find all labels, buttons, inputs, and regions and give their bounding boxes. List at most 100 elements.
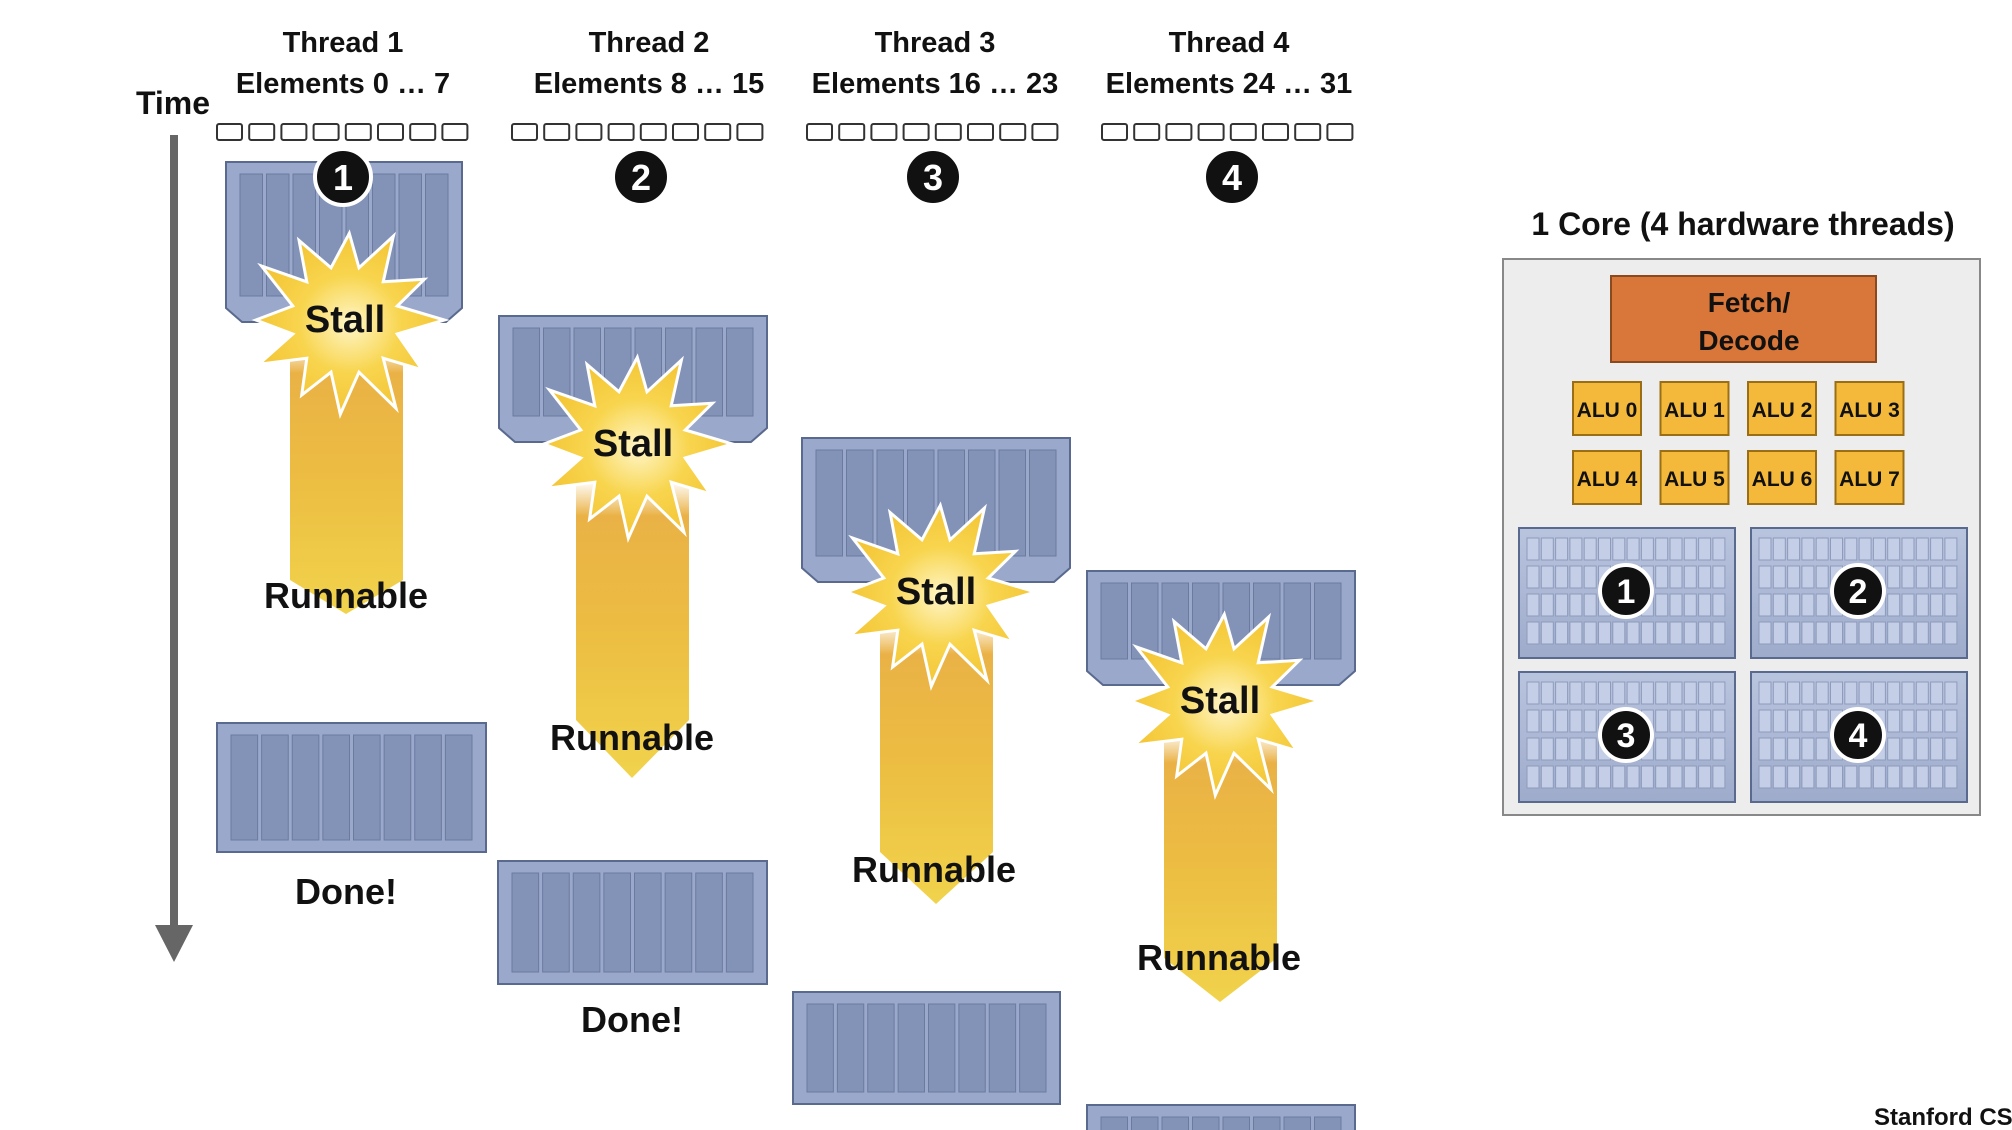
block-lane bbox=[726, 327, 754, 417]
block-lane bbox=[1314, 1116, 1342, 1130]
block-lane bbox=[261, 734, 289, 841]
block-lane bbox=[398, 173, 422, 297]
stall-burst-thread-3 bbox=[842, 501, 1041, 691]
resume-block-thread-4 bbox=[1086, 1104, 1356, 1130]
thread-header-1: Thread 1 Elements 0 … 7 bbox=[236, 27, 450, 100]
thread-4-badge: 4 bbox=[1202, 147, 1262, 207]
svg-text:ALU 4: ALU 4 bbox=[1577, 468, 1638, 491]
block-lane bbox=[634, 872, 662, 973]
runnable-label-3: Runnable bbox=[852, 849, 1016, 890]
thread-context-3: 3 bbox=[1518, 671, 1736, 803]
element-slot bbox=[1197, 123, 1225, 141]
block-lane bbox=[998, 449, 1026, 557]
svg-text:2: 2 bbox=[1849, 573, 1868, 611]
stall-label-2: Stall bbox=[593, 423, 673, 465]
alu-unit: ALU 2 bbox=[1747, 381, 1817, 436]
svg-text:1: 1 bbox=[333, 157, 353, 198]
runnable-label-1: Runnable bbox=[264, 575, 428, 616]
block-lane bbox=[266, 173, 290, 297]
stall-burst-shape bbox=[842, 501, 1041, 691]
stall-label-4: Stall bbox=[1180, 680, 1260, 722]
stall-burst-thread-4 bbox=[1126, 610, 1325, 800]
element-slot bbox=[870, 123, 898, 141]
runnable-arrow-3 bbox=[880, 620, 993, 904]
element-slots-thread-3 bbox=[806, 123, 1059, 141]
svg-text:2: 2 bbox=[631, 157, 651, 198]
block-lane bbox=[897, 1003, 925, 1093]
element-slots-thread-1 bbox=[216, 123, 469, 141]
svg-text:ALU 2: ALU 2 bbox=[1752, 399, 1813, 422]
element-slot bbox=[607, 123, 635, 141]
thread-1-elements: Elements 0 … 7 bbox=[236, 68, 450, 100]
thread-header-3: Thread 3 Elements 16 … 23 bbox=[812, 27, 1059, 100]
thread-1-name: Thread 1 bbox=[283, 27, 404, 59]
thread-context-1: 1 bbox=[1518, 527, 1736, 659]
resume-block-thread-1 bbox=[216, 722, 487, 853]
thread-4-elements: Elements 24 … 31 bbox=[1106, 68, 1353, 100]
block-lane bbox=[1100, 582, 1128, 660]
block-lane bbox=[695, 872, 723, 973]
element-slot bbox=[280, 123, 308, 141]
block-lane bbox=[958, 1003, 986, 1093]
block-lane bbox=[1283, 582, 1311, 660]
element-slot bbox=[1031, 123, 1059, 141]
block-lane bbox=[1192, 1116, 1220, 1130]
stall-burst-shape bbox=[1126, 610, 1325, 800]
block-lane bbox=[603, 872, 631, 973]
svg-text:3: 3 bbox=[923, 157, 943, 198]
svg-text:ALU 5: ALU 5 bbox=[1664, 468, 1725, 491]
thread-2-badge: 2 bbox=[611, 147, 671, 207]
block-lane bbox=[1314, 582, 1342, 660]
stall-label-1: Stall bbox=[305, 299, 385, 341]
block-lane bbox=[1100, 1116, 1128, 1130]
element-slot bbox=[704, 123, 732, 141]
alu-unit: ALU 4 bbox=[1572, 450, 1642, 505]
block-lane bbox=[291, 734, 320, 841]
block-lane bbox=[664, 872, 693, 973]
svg-text:ALU 0: ALU 0 bbox=[1577, 399, 1638, 422]
thread-3-elements: Elements 16 … 23 bbox=[812, 68, 1059, 100]
block-lane bbox=[815, 449, 843, 557]
core-title: 1 Core (4 hardware threads) bbox=[1531, 206, 1954, 242]
thread-context-4: 4 bbox=[1750, 671, 1968, 803]
runnable-arrow-1 bbox=[290, 340, 403, 614]
element-slot bbox=[409, 123, 437, 141]
block-lane bbox=[322, 734, 350, 841]
element-slot bbox=[1101, 123, 1128, 141]
block-lane bbox=[1283, 1116, 1311, 1130]
runnable-label-2: Runnable bbox=[550, 717, 714, 758]
thread-contexts: 1 2 3 4 bbox=[1518, 527, 1968, 803]
element-slot bbox=[999, 123, 1027, 141]
block-lane bbox=[695, 327, 723, 417]
element-slot bbox=[736, 123, 764, 141]
block-lane bbox=[1161, 1116, 1189, 1130]
svg-text:ALU 3: ALU 3 bbox=[1839, 399, 1900, 422]
block-lane bbox=[353, 734, 381, 841]
resume-block-thread-2 bbox=[497, 860, 768, 985]
block-lane bbox=[414, 734, 442, 841]
block-lane bbox=[239, 173, 263, 297]
block-lane bbox=[512, 327, 540, 417]
svg-text:3: 3 bbox=[1617, 717, 1636, 755]
element-slot bbox=[806, 123, 833, 141]
thread-4-name: Thread 4 bbox=[1169, 27, 1290, 59]
element-slot bbox=[216, 123, 243, 141]
block-lane bbox=[230, 734, 259, 841]
svg-text:Fetch/: Fetch/ bbox=[1708, 287, 1791, 318]
svg-text:4: 4 bbox=[1222, 157, 1242, 198]
element-slot bbox=[934, 123, 962, 141]
runnable-label-4: Runnable bbox=[1137, 937, 1301, 978]
element-slot bbox=[248, 123, 276, 141]
block-lane bbox=[806, 1003, 834, 1093]
element-slot bbox=[511, 123, 538, 141]
block-lane bbox=[542, 872, 570, 973]
element-slot bbox=[575, 123, 603, 141]
thread-3-badge: 3 bbox=[903, 147, 963, 207]
svg-text:ALU 1: ALU 1 bbox=[1664, 399, 1725, 422]
thread-2-name: Thread 2 bbox=[589, 27, 710, 59]
alu-unit: ALU 5 bbox=[1659, 450, 1730, 505]
element-slot bbox=[1165, 123, 1193, 141]
thread-1-badge: 1 bbox=[313, 147, 373, 207]
alu-unit: ALU 7 bbox=[1834, 450, 1905, 505]
